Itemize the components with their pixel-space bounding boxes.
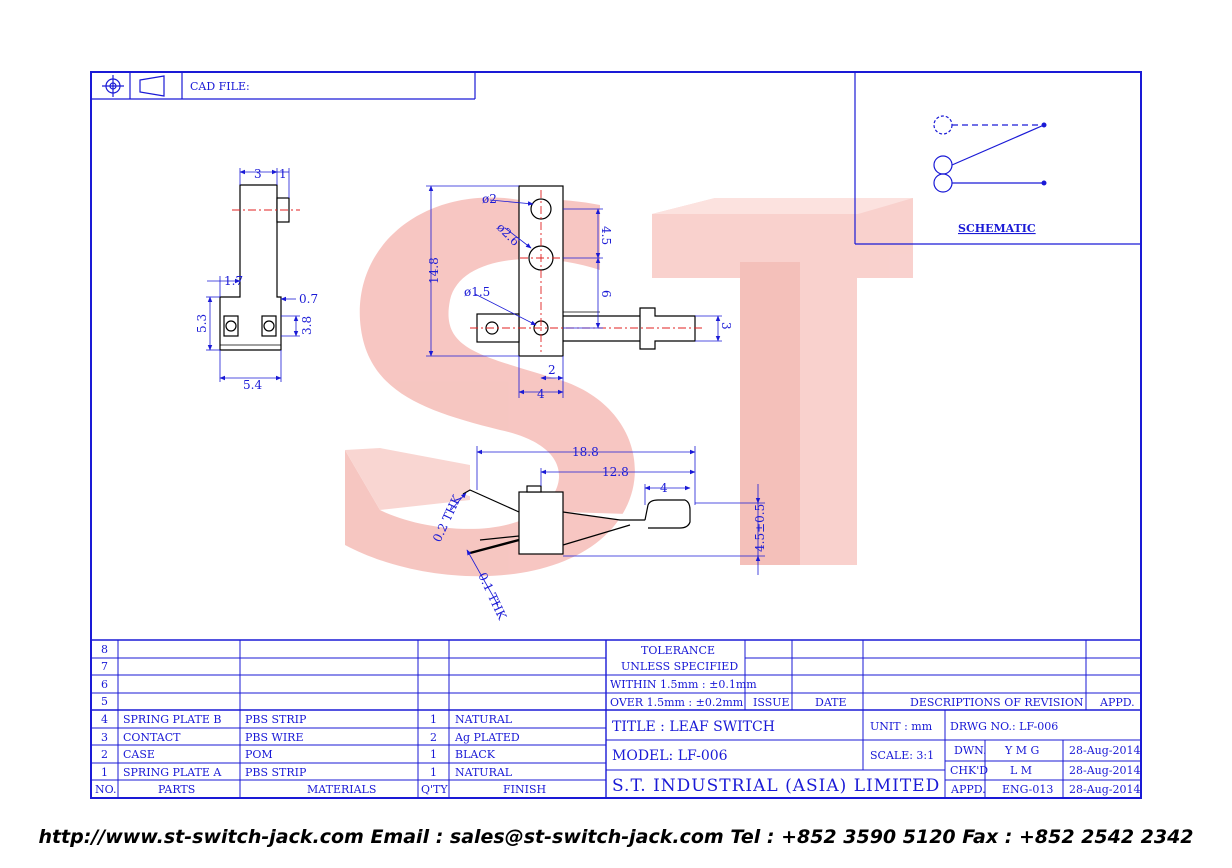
side-view-dimensions xyxy=(206,168,300,382)
appd-value: ENG-013 xyxy=(1002,783,1053,796)
bom-row-no: 8 xyxy=(101,643,108,656)
bom-part: SPRING PLATE B xyxy=(123,713,221,726)
revision-appd-label: APPD. xyxy=(1099,696,1135,709)
bom-finish: NATURAL xyxy=(455,766,513,779)
dim-text: 0.7 xyxy=(299,292,318,306)
bom-row-no: 2 xyxy=(101,748,108,761)
tolerance-block: TOLERANCE UNLESS SPECIFIED WITHIN 1.5mm … xyxy=(610,644,757,709)
dwn-date: 28-Aug-2014 xyxy=(1069,744,1141,757)
dwn-value: Y M G xyxy=(1004,744,1039,757)
dwn-label: DWN. xyxy=(954,744,987,757)
bom-qty: 1 xyxy=(430,748,437,761)
bom-material: PBS STRIP xyxy=(245,713,307,726)
drawing-number: DRWG NO.: LF-006 xyxy=(950,720,1058,733)
front-view-dimensions xyxy=(426,185,722,398)
bom-row: 4 SPRING PLATE B PBS STRIP 1 NATURAL xyxy=(101,713,513,726)
bom-row: 2 CASE POM 1 BLACK xyxy=(101,748,496,761)
company-name: S.T. INDUSTRIAL (ASIA) LIMITED xyxy=(612,776,940,796)
bom-header-finish: FINISH xyxy=(503,783,546,796)
tolerance-within: WITHIN 1.5mm : ±0.1mm xyxy=(610,678,757,691)
dim-text: 5.4 xyxy=(243,378,262,392)
dim-text: 4 xyxy=(660,481,668,495)
bom-empty-rows: 8 7 6 5 xyxy=(101,643,108,708)
bom-material: PBS WIRE xyxy=(245,731,303,744)
tolerance-title: TOLERANCE xyxy=(641,644,715,657)
revision-header: ISSUE DATE DESCRIPTIONS OF REVISION APPD… xyxy=(753,696,1135,709)
bom-part: CONTACT xyxy=(123,731,181,744)
bom-header-qty: Q'TY xyxy=(421,783,448,796)
contact-footer: http://www.st-switch-jack.com Email : sa… xyxy=(38,826,1194,848)
dim-text: ø1.5 xyxy=(464,285,490,299)
bom-row-no: 1 xyxy=(101,766,108,779)
dim-text: ø2 xyxy=(482,192,497,206)
dim-text: 1.7 xyxy=(224,274,243,288)
bom-part: SPRING PLATE A xyxy=(123,766,222,779)
bom-header-materials: MATERIALS xyxy=(307,783,376,796)
drawing-title: TITLE : LEAF SWITCH xyxy=(612,719,775,735)
revision-issue-label: ISSUE xyxy=(753,696,790,709)
title-block: TITLE : LEAF SWITCH UNIT : mm DRWG NO.: … xyxy=(612,719,1141,796)
schematic-label: SCHEMATIC xyxy=(958,222,1036,235)
top-view-dimensions xyxy=(450,446,765,606)
schematic-contact-dot xyxy=(1041,122,1047,128)
bom-row: 1 SPRING PLATE A PBS STRIP 1 NATURAL xyxy=(101,766,513,779)
bom-row-no: 7 xyxy=(101,660,108,673)
bom-header-row: NO. PARTS MATERIALS Q'TY FINISH xyxy=(95,783,546,796)
bom-row-no: 3 xyxy=(101,731,108,744)
dim-text: 2 xyxy=(548,363,556,377)
dim-text: 4.5 xyxy=(599,226,613,245)
bom-part: CASE xyxy=(123,748,155,761)
bom-row: 3 CONTACT PBS WIRE 2 Ag PLATED xyxy=(101,731,520,744)
appd-label: APPD. xyxy=(950,783,986,796)
dim-text: 18.8 xyxy=(572,445,599,459)
bom-material: PBS STRIP xyxy=(245,766,307,779)
scale-label: SCALE: 3:1 xyxy=(870,749,934,762)
dim-text: 6 xyxy=(599,290,613,298)
wire xyxy=(469,538,520,555)
cad-file-label: CAD FILE: xyxy=(190,80,250,93)
cad-header xyxy=(91,72,476,100)
bom-row-no: 6 xyxy=(101,678,108,691)
bom-finish: NATURAL xyxy=(455,713,513,726)
dim-text: 4.5±0.5 xyxy=(753,504,767,552)
appd-date: 28-Aug-2014 xyxy=(1069,783,1141,796)
dim-text: 4 xyxy=(537,387,545,401)
dim-text: 1 xyxy=(279,167,287,181)
bom-qty: 1 xyxy=(430,766,437,779)
bom-header-parts: PARTS xyxy=(158,783,195,796)
dim-text: 5.3 xyxy=(195,314,209,333)
chk-date: 28-Aug-2014 xyxy=(1069,764,1141,777)
top-view xyxy=(462,485,691,555)
sheet-border xyxy=(90,71,1142,799)
tolerance-subtitle: UNLESS SPECIFIED xyxy=(621,660,738,673)
model-label: MODEL: LF-006 xyxy=(612,748,728,764)
dim-text: 3.8 xyxy=(300,316,314,335)
chk-label: CHK'D xyxy=(950,764,988,777)
tolerance-over: OVER 1.5mm : ±0.2mm xyxy=(610,696,744,709)
bom-material: POM xyxy=(245,748,273,761)
dim-text: 14.8 xyxy=(427,257,441,284)
bom-qty: 1 xyxy=(430,713,437,726)
dim-text: 0.1 THK xyxy=(475,570,509,622)
chk-value: L M xyxy=(1010,764,1032,777)
revision-desc-label: DESCRIPTIONS OF REVISION xyxy=(910,696,1084,709)
bom-row-no: 4 xyxy=(101,713,108,726)
dim-text: 12.8 xyxy=(602,465,629,479)
schematic-contact-dot xyxy=(1041,180,1047,186)
bom-finish: BLACK xyxy=(455,748,496,761)
bom-row-no: 5 xyxy=(101,695,108,708)
unit-label: UNIT : mm xyxy=(870,720,933,733)
dim-text: 3 xyxy=(719,322,733,330)
bom-qty: 2 xyxy=(430,731,437,744)
revision-date-label: DATE xyxy=(815,696,847,709)
watermark-logo xyxy=(345,197,913,577)
bom-table-grid xyxy=(91,639,1141,798)
bom-finish: Ag PLATED xyxy=(454,731,520,744)
bom-header-no: NO. xyxy=(95,783,117,796)
schematic-panel xyxy=(854,72,1141,245)
dim-text: 3 xyxy=(254,167,262,181)
